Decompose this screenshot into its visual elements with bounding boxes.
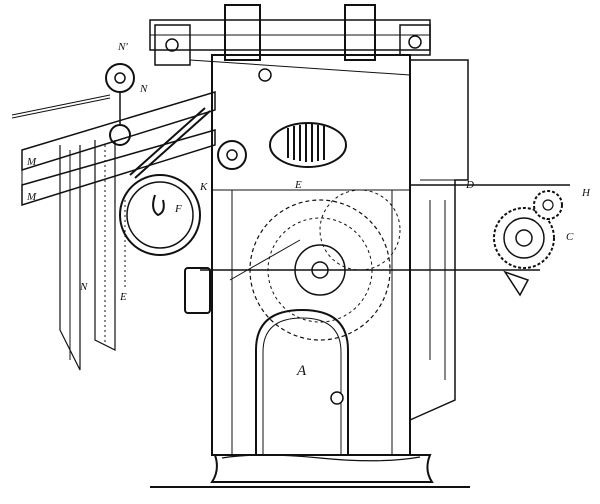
- label-f: F: [174, 203, 182, 215]
- label-c: C: [566, 231, 574, 243]
- label-a: A: [296, 363, 307, 379]
- label-n: N: [139, 83, 148, 95]
- label-n-prime: N': [117, 41, 128, 53]
- machine-base: [150, 454, 470, 488]
- access-door: [255, 308, 349, 455]
- label-n-lower: N: [79, 281, 88, 293]
- label-k: K: [199, 181, 208, 193]
- hanging-fabric: [59, 140, 126, 371]
- inclined-frame: [21, 90, 216, 207]
- left-mechanism: [11, 63, 247, 314]
- label-d: D: [465, 179, 474, 191]
- label-e-lower: E: [119, 291, 127, 303]
- top-mechanism: [149, 4, 431, 82]
- main-frame: [211, 54, 469, 456]
- label-m-top: M: [26, 156, 37, 168]
- oval-window: [269, 122, 347, 168]
- right-gear-assembly: [410, 184, 570, 297]
- drum-f: [119, 174, 201, 256]
- label-e: E: [294, 179, 302, 191]
- diagram-labels: A E E F M M N N N' H C D K: [26, 41, 591, 379]
- label-m-bottom: M: [26, 191, 37, 203]
- label-h: H: [581, 187, 591, 199]
- large-gear-wheels: [200, 189, 540, 341]
